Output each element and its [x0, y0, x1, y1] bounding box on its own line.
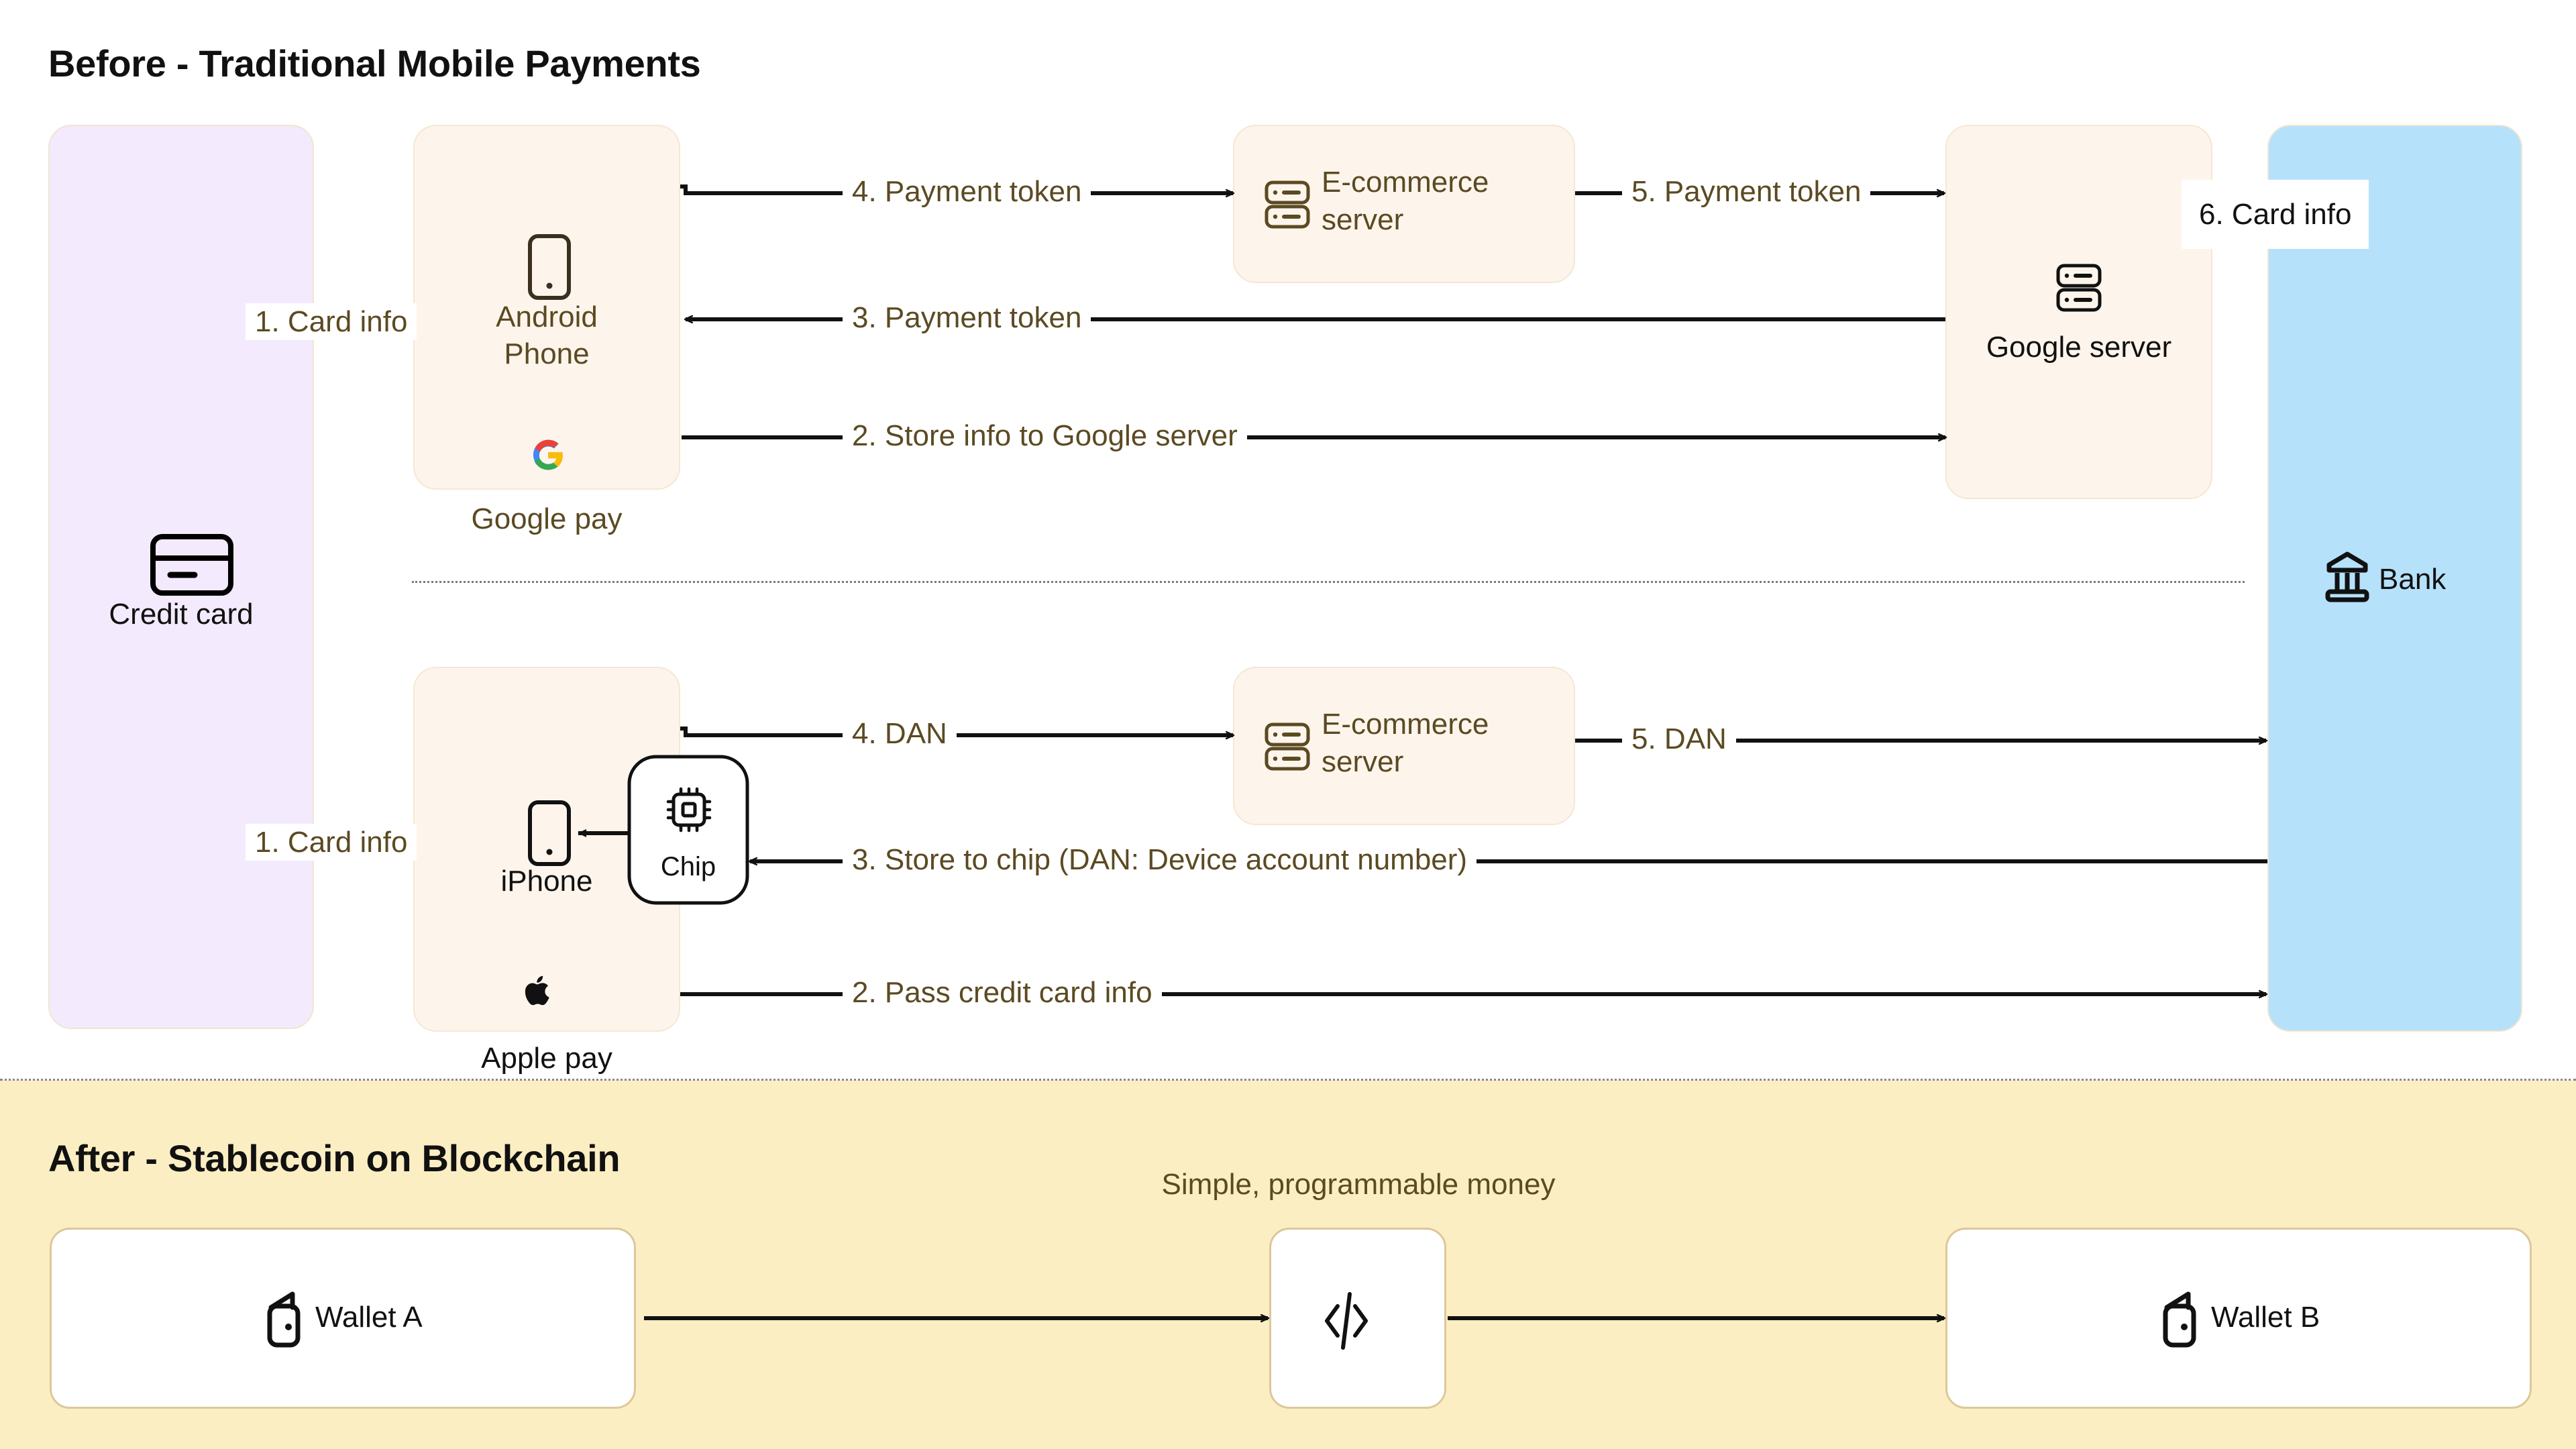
node-bank-label: Bank — [2379, 563, 2447, 596]
edge-label-a1: 1. Card info — [246, 824, 417, 861]
node-chip-label: Chip — [660, 852, 716, 881]
node-google-server-label: Google server — [1986, 331, 2172, 364]
node-ecommerce-server-top-label-line2: server — [1322, 203, 1404, 237]
edge-label-g2: 2. Store info to Google server — [843, 417, 1247, 454]
page-title-after: After - Stablecoin on Blockchain — [48, 1137, 621, 1179]
edge-label-g6: 6. Card info — [2182, 180, 2369, 249]
edge-label-a5: 5. DAN — [1622, 720, 1736, 757]
flow-divider-dotted — [412, 581, 2245, 583]
node-ecommerce-server-top-label-group: E-commerce server — [1322, 164, 1576, 239]
after-tagline: Simple, programmable money — [1161, 1168, 1556, 1201]
edge-label-a4: 4. DAN — [843, 715, 957, 752]
page-title-before: Before - Traditional Mobile Payments — [48, 42, 701, 85]
node-iphone-apple-pay[interactable] — [413, 667, 680, 1032]
edge-label-a2: 2. Pass credit card info — [843, 974, 1162, 1011]
node-credit-card[interactable] — [48, 125, 314, 1029]
node-android-phone-label-line2: Phone — [504, 337, 590, 370]
node-ecommerce-server-top-label-line1: E-commerce — [1322, 166, 1489, 199]
node-wallet-a[interactable] — [50, 1228, 636, 1409]
edge-label-g3: 3. Payment token — [843, 299, 1091, 336]
node-wallet-a-label: Wallet A — [315, 1301, 423, 1334]
section-divider-dotted — [0, 1079, 2576, 1081]
node-wallet-b-label: Wallet B — [2211, 1301, 2320, 1334]
edge-label-g5: 5. Payment token — [1622, 173, 1871, 210]
node-iphone-label: iPhone — [500, 865, 593, 898]
edge-label-g1: 1. Card info — [246, 303, 417, 340]
node-credit-card-label: Credit card — [109, 598, 254, 631]
node-bank[interactable] — [2267, 125, 2522, 1032]
node-android-phone-label-group: Android Phone — [413, 299, 680, 372]
node-wallet-b[interactable] — [1945, 1228, 2532, 1409]
node-google-pay-caption: Google pay — [471, 502, 623, 535]
edge-label-g4: 4. Payment token — [843, 173, 1091, 210]
node-android-phone-label-line1: Android — [496, 301, 598, 333]
node-ecommerce-server-bottom-label-line1: E-commerce — [1322, 708, 1489, 741]
node-android-phone[interactable] — [413, 125, 680, 490]
node-code-block[interactable] — [1269, 1228, 1446, 1409]
node-google-server[interactable] — [1945, 125, 2212, 499]
node-ecommerce-server-bottom-label-group: E-commerce server — [1322, 706, 1576, 782]
edge-label-a3: 3. Store to chip (DAN: Device account nu… — [843, 841, 1477, 878]
edge-a4-dan — [680, 727, 1233, 735]
node-ecommerce-server-bottom-label-line2: server — [1322, 745, 1404, 779]
node-apple-pay-caption: Apple pay — [481, 1042, 612, 1075]
